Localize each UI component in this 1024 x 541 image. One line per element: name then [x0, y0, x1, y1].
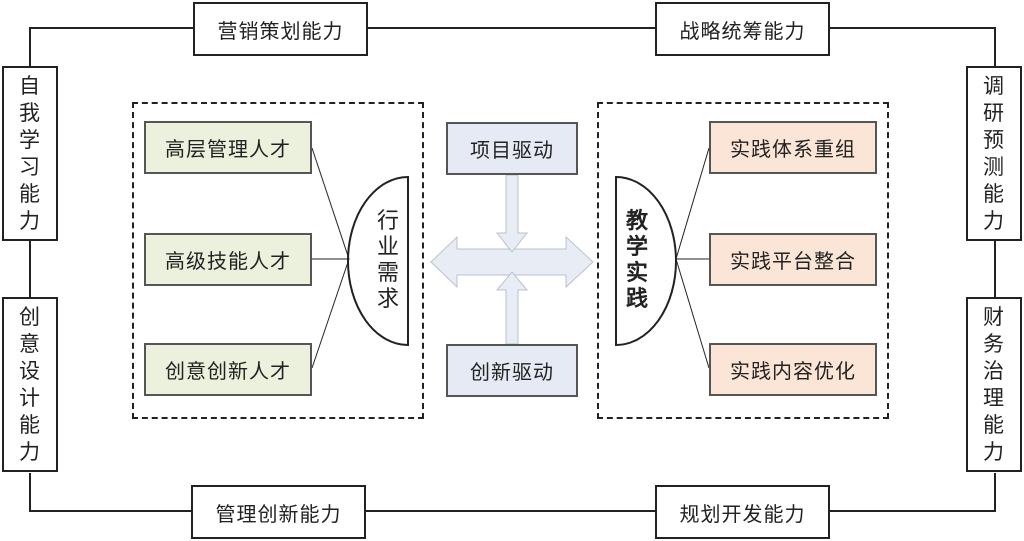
vertical-char: 需 — [376, 261, 399, 286]
arrow-down — [495, 174, 529, 253]
vertical-char: 能 — [19, 181, 41, 206]
industry-demand-hub: 行业需求 — [368, 180, 408, 342]
vertical-char: 能 — [983, 412, 1005, 437]
link-line — [675, 147, 710, 260]
vertical-char: 务 — [983, 331, 1005, 356]
financial-governance-box: 财务治理能力 — [966, 297, 1022, 472]
link-line — [311, 258, 350, 369]
practice-content-optimization-box: 实践内容优化 — [709, 343, 877, 396]
self-learning-box: 自我学习能力 — [2, 66, 58, 241]
box-label: 规划开发能力 — [679, 501, 806, 526]
senior-skill-talent-box: 高级技能人才 — [144, 233, 312, 286]
vertical-char: 预 — [983, 127, 1005, 152]
outer-loop-line — [29, 473, 996, 512]
box-label: 实践体系重组 — [730, 137, 856, 161]
vertical-char: 研 — [983, 100, 1005, 125]
vertical-char: 理 — [983, 385, 1005, 410]
industry-demand-group — [132, 102, 424, 419]
vertical-char: 创 — [19, 304, 41, 329]
vertical-char: 力 — [983, 208, 1005, 233]
project-driven-box: 项目驱动 — [446, 122, 578, 175]
link-line — [675, 258, 710, 369]
vertical-char: 自 — [19, 73, 41, 98]
vertical-char: 学 — [625, 235, 648, 260]
vertical-char: 教 — [625, 209, 648, 234]
vertical-char: 测 — [983, 154, 1005, 179]
teaching-practice-group — [597, 102, 889, 419]
vertical-char: 求 — [376, 287, 399, 312]
vertical-char: 实 — [625, 261, 648, 286]
double-arrow-horizontal — [430, 235, 594, 289]
box-label: 实践平台整合 — [730, 249, 856, 273]
vertical-char: 计 — [19, 385, 41, 410]
planning-development-box: 规划开发能力 — [655, 485, 830, 539]
vertical-char: 财 — [983, 304, 1005, 329]
vertical-char: 意 — [19, 331, 41, 356]
box-label: 战略统筹能力 — [679, 18, 806, 43]
box-label: 营销策划能力 — [217, 18, 344, 43]
vertical-char: 力 — [983, 439, 1005, 464]
practice-platform-integration-box: 实践平台整合 — [709, 233, 877, 286]
marketing-planning-box: 营销策划能力 — [193, 2, 368, 56]
vertical-char: 调 — [983, 73, 1005, 98]
industry-demand-hub-shape — [347, 175, 409, 347]
vertical-char: 行 — [376, 209, 399, 234]
vertical-char: 践 — [625, 287, 648, 312]
box-label: 高层管理人才 — [165, 137, 291, 161]
vertical-char: 业 — [376, 235, 399, 260]
box-label: 管理创新能力 — [215, 501, 342, 526]
management-innovation-box: 管理创新能力 — [191, 485, 366, 539]
vertical-char: 力 — [19, 208, 41, 233]
vertical-char: 我 — [19, 100, 41, 125]
box-label: 实践内容优化 — [730, 359, 856, 383]
innovation-driven-box: 创新驱动 — [446, 344, 578, 397]
teaching-practice-hub-shape — [615, 175, 677, 347]
strategic-coordination-box: 战略统筹能力 — [655, 2, 830, 56]
link-line — [311, 147, 350, 260]
creative-design-box: 创意设计能力 — [2, 297, 58, 472]
vertical-char: 治 — [983, 358, 1005, 383]
box-label: 项目驱动 — [470, 138, 554, 162]
box-label: 创新驱动 — [470, 360, 554, 384]
vertical-char: 能 — [19, 412, 41, 437]
vertical-char: 设 — [19, 358, 41, 383]
box-label: 创意创新人才 — [165, 359, 291, 383]
vertical-char: 能 — [983, 181, 1005, 206]
vertical-char: 习 — [19, 154, 41, 179]
outer-loop-line — [29, 27, 996, 67]
vertical-char: 学 — [19, 127, 41, 152]
research-forecast-box: 调研预测能力 — [966, 66, 1022, 241]
creative-innovation-talent-box: 创意创新人才 — [144, 343, 312, 396]
arrow-up — [495, 271, 529, 345]
teaching-practice-hub: 教学实践 — [616, 180, 658, 342]
practice-system-restructure-box: 实践体系重组 — [709, 121, 877, 174]
senior-management-talent-box: 高层管理人才 — [144, 121, 312, 174]
vertical-char: 力 — [19, 439, 41, 464]
box-label: 高级技能人才 — [165, 249, 291, 273]
